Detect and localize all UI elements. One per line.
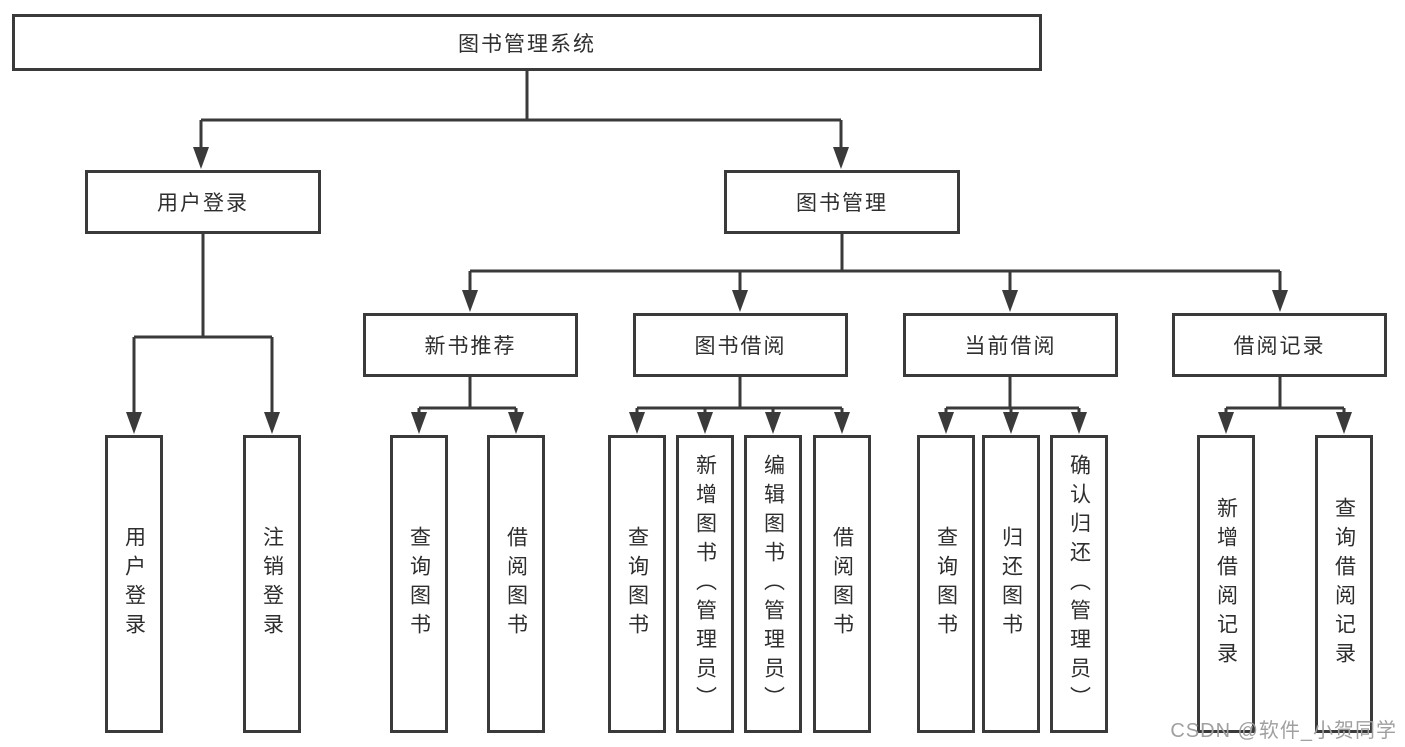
arrow-icon xyxy=(411,412,427,434)
node-label: 新书推荐 xyxy=(424,335,517,358)
node-label: 用户登录 xyxy=(157,192,249,215)
arrow-icon xyxy=(1071,412,1087,434)
node-label: 注销登录 xyxy=(260,526,284,642)
node-book-borrowing: 图书借阅 xyxy=(633,313,848,377)
node-label: 归还图书 xyxy=(999,526,1023,642)
leaf-records-query-record: 查询借阅记录 xyxy=(1315,435,1373,733)
arrow-icon xyxy=(629,412,645,434)
node-label: 查询图书 xyxy=(934,526,958,642)
node-label: 查询图书 xyxy=(407,526,431,642)
leaf-current-confirm-return-admin: 确认归还（管理员） xyxy=(1050,435,1108,733)
node-label: 借阅图书 xyxy=(830,526,854,642)
arrow-icon xyxy=(938,412,954,434)
node-label: 图书借阅 xyxy=(694,335,787,358)
leaf-borrowing-query-books: 查询图书 xyxy=(608,435,666,733)
arrow-icon xyxy=(1336,412,1352,434)
leaf-borrowing-borrow-books: 借阅图书 xyxy=(813,435,871,733)
node-label: 用户登录 xyxy=(122,526,146,642)
arrow-icon xyxy=(732,290,748,312)
leaf-borrowing-add-books-admin: 新增图书（管理员） xyxy=(676,435,734,733)
arrow-icon xyxy=(834,412,850,434)
arrow-icon xyxy=(1003,412,1019,434)
leaf-current-return-books: 归还图书 xyxy=(982,435,1040,733)
leaf-current-query-books: 查询图书 xyxy=(917,435,975,733)
leaf-logout: 注销登录 xyxy=(243,435,301,733)
node-label: 新增图书（管理员） xyxy=(693,453,717,715)
arrow-icon xyxy=(697,412,713,434)
node-label: 确认归还（管理员） xyxy=(1067,453,1091,715)
node-label: 查询图书 xyxy=(625,526,649,642)
node-label: 当前借阅 xyxy=(964,335,1057,358)
arrow-icon xyxy=(833,147,849,169)
arrow-icon xyxy=(765,412,781,434)
arrow-icon xyxy=(193,147,209,169)
arrow-icon xyxy=(126,412,142,434)
node-book-management-module: 图书管理 xyxy=(724,170,960,234)
node-root-system: 图书管理系统 xyxy=(12,14,1042,71)
node-label: 新增借阅记录 xyxy=(1214,497,1238,671)
node-current-borrowing: 当前借阅 xyxy=(903,313,1118,377)
node-user-login-module: 用户登录 xyxy=(85,170,321,234)
arrow-icon xyxy=(1002,290,1018,312)
watermark: CSDN @软件_小贺同学 xyxy=(1170,720,1397,742)
arrow-icon xyxy=(1272,290,1288,312)
arrow-icon xyxy=(1218,412,1234,434)
node-label: 编辑图书（管理员） xyxy=(761,453,785,715)
leaf-user-login: 用户登录 xyxy=(105,435,163,733)
leaf-records-add-record: 新增借阅记录 xyxy=(1197,435,1255,733)
leaf-newbook-borrow-books: 借阅图书 xyxy=(487,435,545,733)
arrow-icon xyxy=(264,412,280,434)
node-borrow-records: 借阅记录 xyxy=(1172,313,1387,377)
node-label: 图书管理 xyxy=(796,192,888,215)
node-new-book-recommend: 新书推荐 xyxy=(363,313,578,377)
arrow-icon xyxy=(462,290,478,312)
leaf-borrowing-edit-books-admin: 编辑图书（管理员） xyxy=(744,435,802,733)
node-label: 图书管理系统 xyxy=(458,32,596,56)
node-label: 借阅图书 xyxy=(504,526,528,642)
node-label: 借阅记录 xyxy=(1233,335,1326,358)
leaf-newbook-query-books: 查询图书 xyxy=(390,435,448,733)
node-label: 查询借阅记录 xyxy=(1332,497,1356,671)
arrow-icon xyxy=(508,412,524,434)
